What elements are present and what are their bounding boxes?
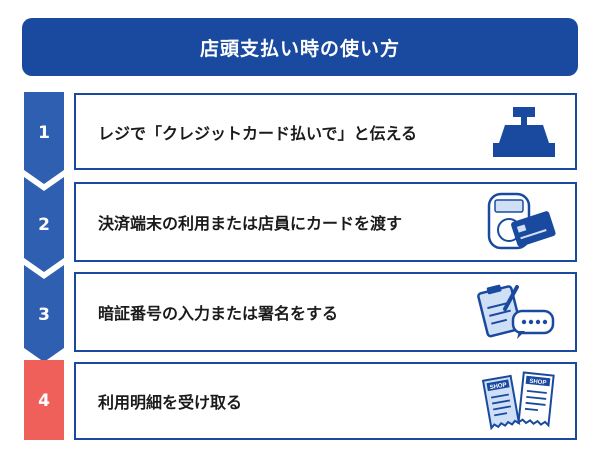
step-1-card: レジで「クレジットカード払いで」と伝える <box>74 93 577 170</box>
step-4-text: 利用明細を受け取る <box>98 393 243 412</box>
receipt-1-label: SHOP <box>489 382 507 391</box>
step-1-text: レジで「クレジットカード払いで」と伝える <box>98 123 418 143</box>
card-terminal-icon <box>487 192 556 250</box>
step-3-number: 3 <box>38 305 50 325</box>
step-2-marker <box>24 177 64 272</box>
step-2-text: 決済端末の利用または店員にカードを渡す <box>98 214 403 233</box>
signature-pin-icon <box>477 284 555 339</box>
receipt-2-label: SHOP <box>529 379 547 387</box>
step-3-marker <box>24 265 64 362</box>
step-2-number: 2 <box>38 215 50 235</box>
step-3-card: 暗証番号の入力または署名をする <box>74 272 577 352</box>
step-1-number: 1 <box>38 123 50 143</box>
step-2-card: 決済端末の利用または店員にカードを渡す <box>74 182 577 262</box>
page-title: 店頭支払い時の使い方 <box>22 18 578 76</box>
step-4-card: 利用明細を受け取る SHOP SHOP <box>74 362 577 440</box>
step-4-marker <box>24 360 64 440</box>
step-1-marker <box>24 92 64 184</box>
step-4-number: 4 <box>38 391 50 411</box>
step-3-text: 暗証番号の入力または署名をする <box>98 304 339 323</box>
receipt-icon: SHOP SHOP <box>481 371 555 431</box>
cash-register-icon <box>493 106 555 157</box>
